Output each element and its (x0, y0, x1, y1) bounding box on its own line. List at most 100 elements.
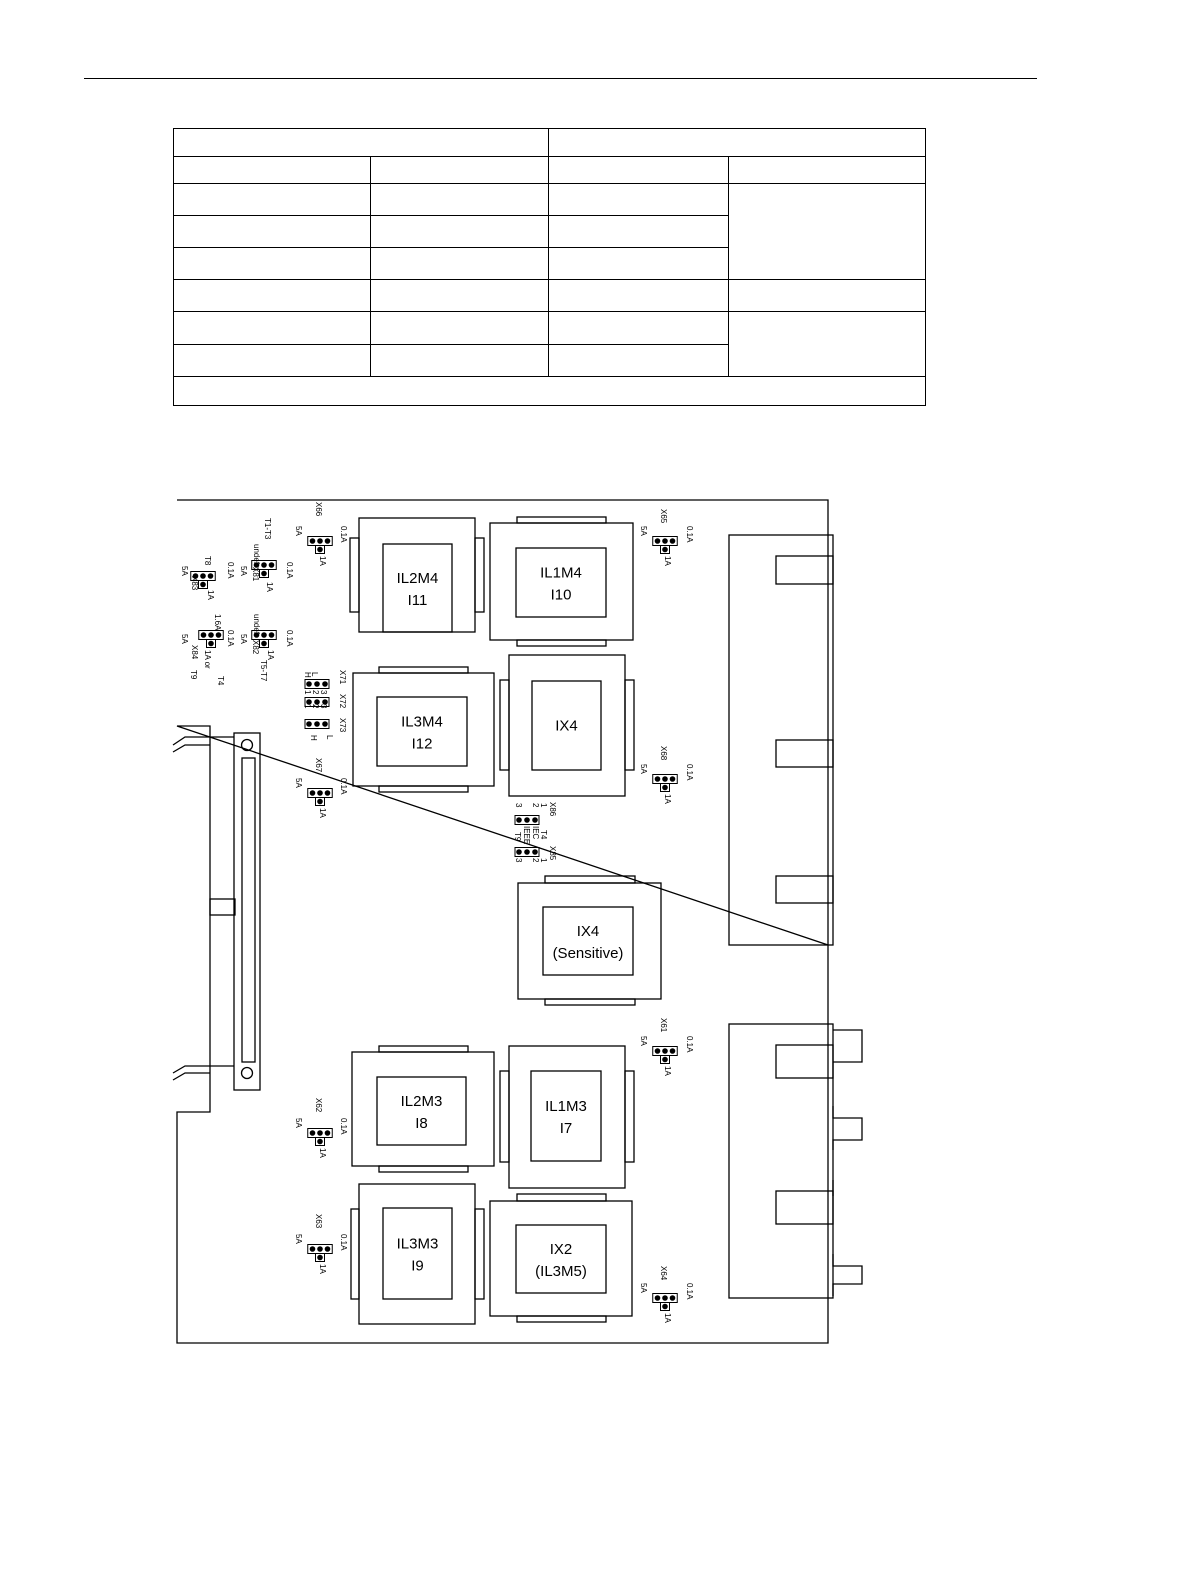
header-pin (200, 581, 206, 588)
header-pin (532, 817, 538, 823)
header-outline (206, 639, 216, 648)
transformer-label: IL3M4 (401, 714, 443, 731)
jumper-id-label: X81 (251, 567, 260, 582)
jumper-label-right: 0.1A (685, 1036, 694, 1053)
connector-slot (775, 875, 834, 904)
core-tab (624, 1070, 635, 1163)
header-pin (662, 538, 668, 544)
pin-number: 3 (514, 858, 523, 863)
transformer-core (376, 1076, 467, 1146)
header-pin (662, 776, 668, 782)
table-cell (548, 183, 729, 216)
core-tab (499, 1070, 510, 1163)
header-outline (514, 847, 540, 857)
header-outline (660, 1302, 670, 1311)
table-cell (548, 156, 729, 184)
header-pin (662, 1303, 668, 1310)
jumper-label-right: 0.1A (339, 1234, 348, 1251)
header-outline (315, 1253, 325, 1262)
jumper-x71 (304, 679, 330, 689)
core-tab (516, 1315, 607, 1323)
header-pin (317, 790, 323, 796)
header-pin (324, 538, 331, 544)
header-outline (315, 545, 325, 554)
core-tab (350, 1208, 360, 1300)
core-tab (516, 516, 607, 524)
table-cell (173, 183, 371, 216)
transformer-body (517, 882, 662, 1000)
jumper-x73 (304, 719, 330, 729)
jumper-label-right: 0.1A (285, 562, 294, 579)
label-t4: T4 (539, 830, 548, 840)
jumper-label-left: 5A (294, 778, 303, 788)
header-pin (654, 538, 661, 544)
jumper-label-right: 0.1A (685, 764, 694, 781)
transformer-ix4: IX4 (499, 654, 635, 797)
header-pin (268, 632, 275, 638)
jumper-label-right: 0.1A (226, 630, 235, 647)
header-pin (324, 1130, 331, 1136)
header-pin (669, 1048, 676, 1054)
connector-tab (832, 1106, 863, 1150)
jumper-label-right: 0.1A (226, 562, 235, 579)
core-tab (378, 1165, 469, 1173)
label-x72: X72 (338, 694, 347, 709)
jumper-x85 (514, 847, 540, 857)
header-pin (200, 573, 206, 579)
transformer-sublabel: I9 (411, 1258, 424, 1275)
jumper-label-left: 5A (294, 1118, 303, 1128)
header-pin (662, 1295, 668, 1301)
connector-slot (775, 1190, 834, 1225)
label-t1t3: T1-T3 (263, 518, 272, 540)
header-pin (662, 1056, 668, 1063)
transformer-sublabel: I7 (560, 1120, 573, 1137)
edge-connector (233, 732, 261, 1091)
jumper-label-bottom: 1A (265, 582, 274, 592)
header-pin (309, 538, 316, 544)
header-outline (660, 545, 670, 554)
jumper-x72 (304, 697, 330, 707)
core-tab (474, 537, 485, 613)
jumper-label-left: 5A (180, 566, 189, 576)
label-x73: X73 (338, 718, 347, 733)
connector-bottom (728, 1023, 834, 1299)
jumper-id-label: X64 (659, 1266, 668, 1281)
transformer-core (542, 906, 634, 976)
core-tab (378, 785, 469, 793)
transformer-body (352, 672, 495, 787)
jumper-id-label: X67 (314, 758, 323, 773)
header-pin (516, 817, 522, 823)
header-pin (306, 699, 312, 705)
latch (172, 1065, 234, 1081)
transformer-body (358, 1183, 476, 1325)
connector-slot (775, 739, 834, 768)
header-pin (208, 640, 214, 647)
transformer-core (530, 1070, 602, 1162)
transformer-body (489, 1200, 633, 1317)
label-iec: IEC (531, 826, 540, 840)
pin-number: 1 (539, 803, 548, 808)
header-pin (662, 546, 668, 553)
header-pin (317, 1130, 323, 1136)
jumper-x86 (514, 815, 540, 825)
jumper-label-right: 0.1A (285, 630, 294, 647)
transformer-sublabel: I11 (408, 592, 428, 609)
pin-number: 1 (303, 690, 312, 695)
transformer-body (489, 522, 634, 641)
table-cell (370, 183, 549, 216)
pin-number: 1 (303, 704, 312, 709)
header-pin (314, 681, 320, 687)
label-t4: T4 (216, 676, 225, 686)
header-pin (309, 1130, 316, 1136)
header-pin (261, 632, 267, 638)
label-t5t7: T5-T7 (259, 660, 268, 682)
transformer-core (515, 547, 607, 618)
jumper-label-top: T8 (203, 556, 212, 566)
